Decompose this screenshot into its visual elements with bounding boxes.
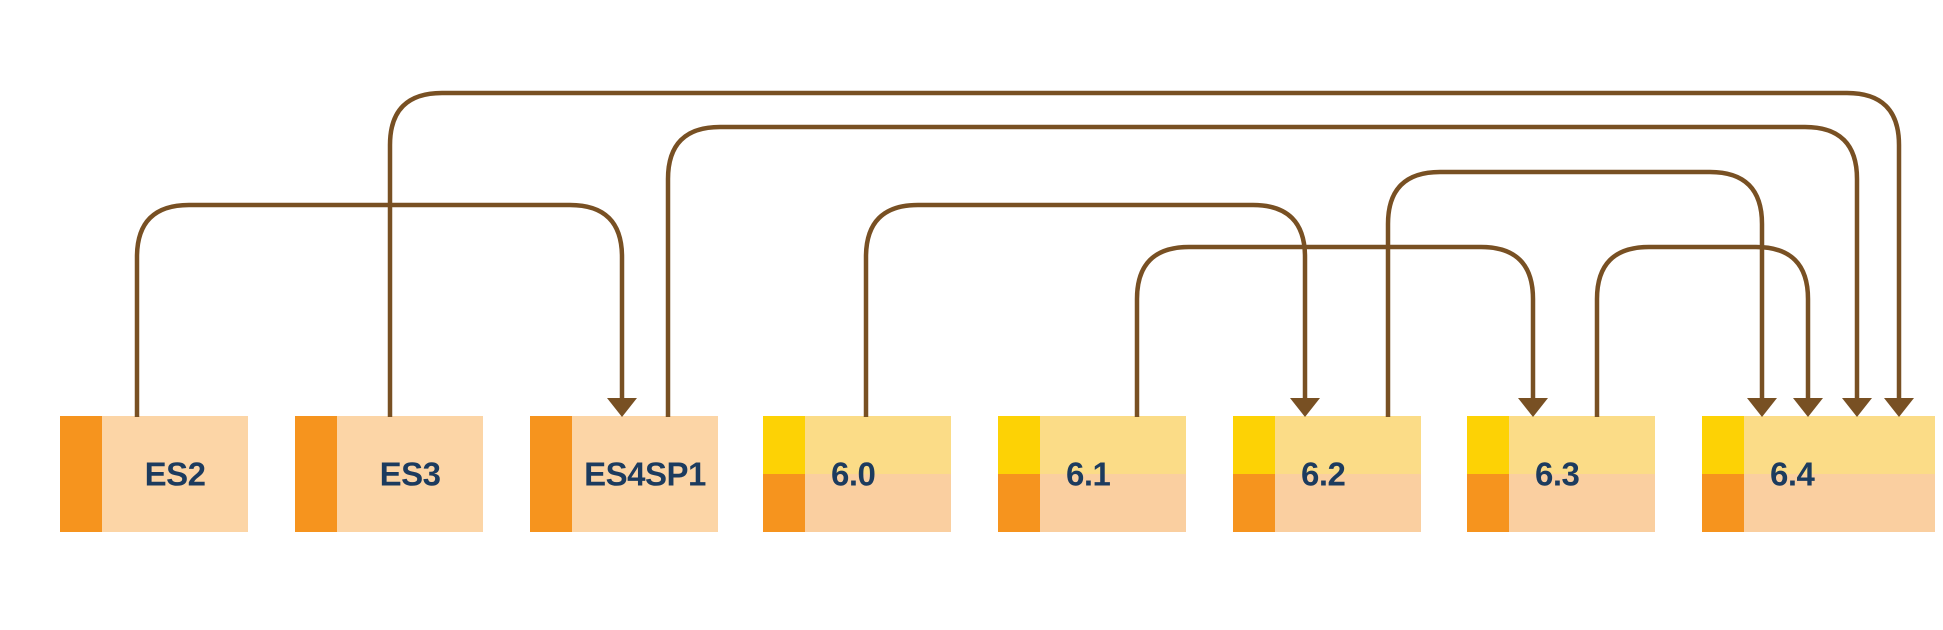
edge-ES2-to-ES4SP1 <box>134 202 625 417</box>
node-es2-body <box>102 416 248 532</box>
node-6-2-label: 6.2 <box>1301 455 1346 493</box>
arrowhead-into-6.4 <box>1884 398 1914 417</box>
node-es3-label: ES3 <box>379 455 441 493</box>
node-6-3: 6.3 <box>1467 416 1655 532</box>
node-6-0-stripe <box>763 416 805 532</box>
node-6-3-body <box>1509 416 1655 532</box>
edge-ES4SP1-to-6.4 <box>665 124 1860 417</box>
arrowhead-into-6.2 <box>1290 398 1320 417</box>
node-6-4: 6.4 <box>1702 416 1935 532</box>
edge-6.1-to-6.3 <box>1134 244 1536 417</box>
node-6-2-body <box>1275 416 1421 532</box>
node-6-0-body <box>805 416 951 532</box>
node-6-0: 6.0 <box>763 416 951 532</box>
node-6-4-stripe <box>1702 416 1744 532</box>
node-es3-body <box>337 416 483 532</box>
node-6-2: 6.2 <box>1233 416 1421 532</box>
node-es4sp1-stripe <box>530 416 572 532</box>
arrowhead-into-6.3 <box>1518 398 1548 417</box>
edge-6.0-to-6.2 <box>863 202 1308 417</box>
node-6-0-label: 6.0 <box>831 455 876 493</box>
node-es2-label: ES2 <box>144 455 206 493</box>
arrowhead-into-ES4SP1 <box>607 398 637 417</box>
arrowhead-into-6.4 <box>1793 398 1823 417</box>
node-6-4-body <box>1744 416 1935 532</box>
node-6-1: 6.1 <box>998 416 1186 532</box>
node-es4sp1-label: ES4SP1 <box>584 455 706 493</box>
node-6-4-label: 6.4 <box>1770 455 1815 493</box>
node-es2: ES2 <box>60 416 248 532</box>
edge-6.2-to-6.4 <box>1385 169 1765 417</box>
node-es4sp1: ES4SP1 <box>530 416 718 532</box>
arrowhead-into-6.4 <box>1842 398 1872 417</box>
node-6-1-label: 6.1 <box>1066 455 1111 493</box>
node-6-1-stripe <box>998 416 1040 532</box>
node-es3: ES3 <box>295 416 483 532</box>
node-6-3-stripe <box>1467 416 1509 532</box>
node-6-3-label: 6.3 <box>1535 455 1580 493</box>
edge-ES3-to-6.4 <box>387 90 1902 417</box>
node-6-1-body <box>1040 416 1186 532</box>
arrowhead-into-6.4 <box>1747 398 1777 417</box>
node-6-2-stripe <box>1233 416 1275 532</box>
edge-6.3-to-6.4 <box>1594 244 1811 417</box>
node-es4sp1-body <box>572 416 718 532</box>
node-es3-stripe <box>295 416 337 532</box>
node-es2-stripe <box>60 416 102 532</box>
